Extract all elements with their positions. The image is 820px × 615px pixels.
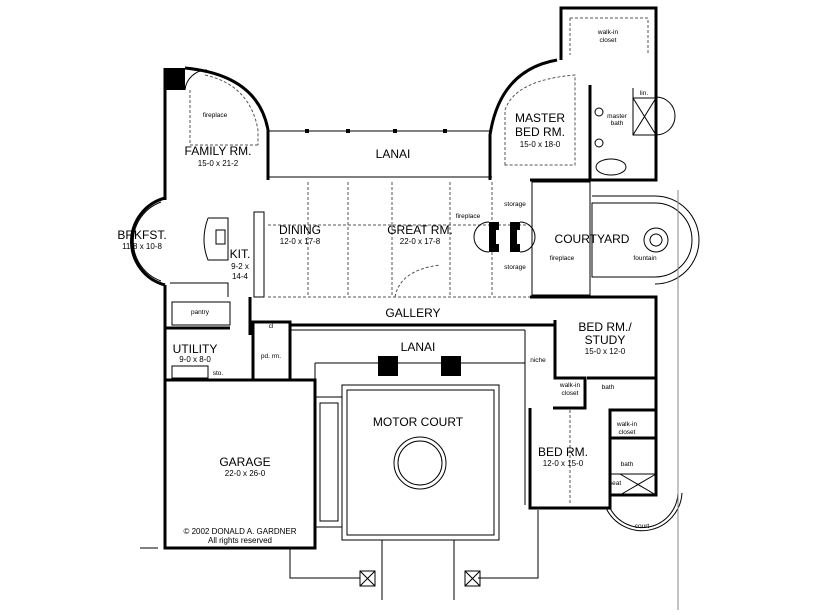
pd-rm-label: pd. rm. [261,353,281,360]
walkin-closet-label-2: closet [600,37,617,44]
service-area: pantry UTILITY 9-0 x 8-0 sto. cl pd. rm.… [140,297,317,550]
fireplace-label-courtyard: fireplace [550,255,575,262]
kitchen-area: BRKFST. 11-8 x 10-8 KIT. 9-2 x 14-4 [117,196,265,300]
courtyard: COURTYARD fountain fireplace [530,181,700,410]
rear-lanai: LANAI [268,129,492,178]
family-room-dims: 15-0 x 21-2 [198,159,239,168]
walkin-closet-label: walk-in [597,29,619,36]
bath1-label: bath [602,384,615,391]
front-lanai-name: LANAI [401,340,436,354]
great-room-name: GREAT RM. [387,223,453,237]
dining-dims: 12-0 x 17-8 [280,237,321,246]
motor-court: LANAI MOTOR COURT [289,329,539,600]
pantry-label: pantry [191,309,210,316]
courtyard-name: COURTYARD [555,232,630,246]
great-room-dims: 22-0 x 17-8 [400,237,441,246]
study-dims: 15-0 x 12-0 [585,347,626,356]
seat-label: seat [609,480,621,487]
walkin2-label: walk-in [616,421,638,428]
rights-text: All rights reserved [208,536,272,545]
fountain-label: fountain [633,255,657,262]
walkin1-label: walk-in [559,382,581,389]
garage-name: GARAGE [219,455,270,469]
utility-dims: 9-0 x 8-0 [179,355,211,364]
study-name-2: STUDY [585,333,626,347]
bath2-label: bath [621,461,634,468]
bed-room-dims: 12-0 x 15-0 [543,459,584,468]
walkin1-label-2: closet [562,390,579,397]
sto-label: sto. [213,370,224,377]
niche-label: niche [530,357,546,364]
family-room: fireplace FAMILY RM. 15-0 x 21-2 [163,66,270,200]
rear-lanai-name: LANAI [376,147,411,161]
fireplace-label: fireplace [203,112,228,119]
linen-label: lin. [640,90,649,97]
family-room-name: FAMILY RM. [185,144,252,158]
dining-name: DINING [279,223,321,237]
kit-name: KIT. [230,247,251,261]
motor-court-name: MOTOR COURT [373,415,464,429]
master-name-2: BED RM. [515,125,565,139]
study-name: BED RM./ [578,320,632,334]
gallery: GALLERY [248,297,555,335]
great-room: DINING 12-0 x 17-8 GREAT RM. 22-0 x 17-8… [268,182,536,298]
master-name: MASTER [515,111,565,125]
garage-dims: 22-0 x 26-0 [225,469,266,478]
master-suite: walk-in closet MASTER BED RM. 15-0 x 18-… [488,6,676,182]
walkin2-label-2: closet [619,429,636,436]
kit-dims: 9-2 x [231,262,249,271]
brkfst-dims: 11-8 x 10-8 [122,242,162,251]
storage-label-2: storage [504,264,526,271]
master-bath-label-2: bath [611,120,624,127]
gallery-name: GALLERY [385,306,440,320]
fireplace-label-great: fireplace [456,213,481,220]
storage-label: storage [504,201,526,208]
kit-dims-2: 14-4 [232,272,249,281]
court-label: court [635,523,650,530]
utility-name: UTILITY [173,342,218,356]
brkfst-name: BRKFST. [117,228,166,242]
bed-room-name: BED RM. [538,445,588,459]
copyright-text: © 2002 DONALD A. GARDNER [183,527,296,536]
cl-label: cl [269,323,274,330]
bedroom-wing: BED RM./ STUDY 15-0 x 12-0 niche walk-in… [528,190,683,610]
master-bath-label: master [607,113,628,120]
master-dims: 15-0 x 18-0 [520,140,561,149]
